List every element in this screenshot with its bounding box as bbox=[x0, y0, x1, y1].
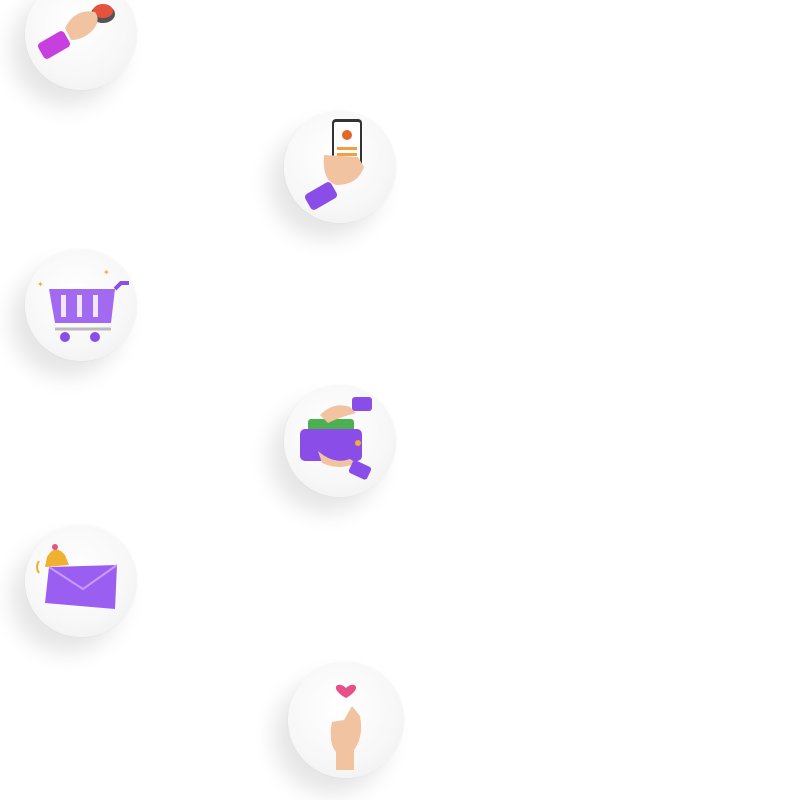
bubble-mail bbox=[25, 525, 137, 637]
bubble-wallet bbox=[284, 385, 396, 497]
bubble-heart bbox=[288, 662, 404, 778]
bubble-phone bbox=[284, 111, 396, 223]
envelope-with-bell-icon bbox=[36, 544, 118, 609]
svg-text:✦: ✦ bbox=[103, 268, 110, 277]
svg-text:✦: ✦ bbox=[37, 280, 44, 289]
shopping-cart-icon: ✦ ✦ bbox=[37, 268, 129, 342]
bubble-button-press bbox=[25, 0, 137, 90]
hand-holding-phone-icon bbox=[304, 119, 364, 210]
finger-heart-icon bbox=[330, 684, 362, 770]
bubble-cart: ✦ ✦ bbox=[25, 249, 137, 361]
hand-pressing-button-icon bbox=[37, 4, 115, 59]
wallet-with-money-icon bbox=[300, 397, 372, 480]
